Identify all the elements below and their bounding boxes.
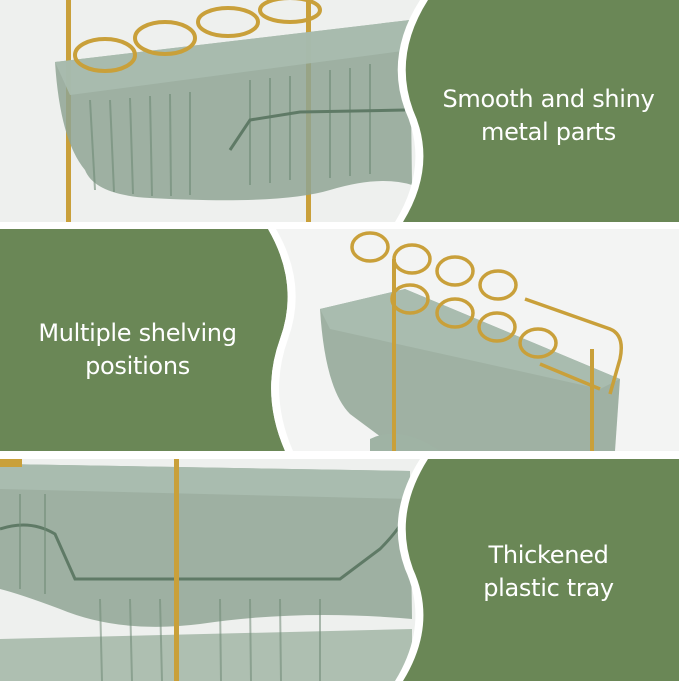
metal-parts-photo — [0, 0, 679, 222]
shelving-photo — [0, 229, 679, 451]
caption-line: Smooth and shiny — [442, 85, 655, 113]
feature-caption-metal: Smooth and shiny metal parts — [418, 83, 679, 149]
caption-line: plastic tray — [483, 574, 614, 602]
feature-caption-tray: Thickened plastic tray — [418, 539, 679, 605]
feature-panel-metal: Smooth and shiny metal parts — [0, 0, 679, 222]
plastic-tray-photo — [0, 459, 679, 681]
feature-caption-shelving: Multiple shelving positions — [0, 317, 275, 383]
feature-panel-tray: Thickened plastic tray — [0, 459, 679, 681]
feature-panel-shelving: Multiple shelving positions — [0, 229, 679, 451]
caption-line: Thickened — [488, 541, 609, 569]
caption-line: metal parts — [481, 118, 616, 146]
caption-line: Multiple shelving — [38, 319, 237, 347]
caption-line: positions — [85, 352, 190, 380]
